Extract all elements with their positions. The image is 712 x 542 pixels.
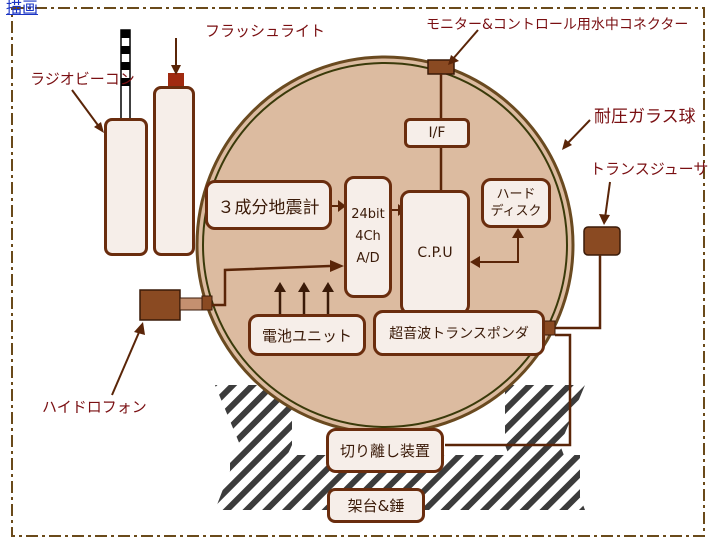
cpu-label: C.P.U bbox=[417, 244, 453, 261]
seismometer-label: ３成分地震計 bbox=[217, 197, 320, 218]
connector-label: モニター&コントロール用水中コネクター bbox=[426, 17, 689, 33]
hdd-label-line2: ディスク bbox=[490, 204, 542, 219]
if-label: I/F bbox=[428, 125, 446, 141]
radio-beacon-tube bbox=[104, 118, 148, 256]
flashlight-label: フラッシュライト bbox=[205, 22, 326, 40]
transponder-label: 超音波トランスポンダ bbox=[389, 326, 529, 342]
flashlight-cap bbox=[168, 73, 184, 87]
radio-beacon-label: ラジオビーコン bbox=[30, 70, 135, 88]
ad-label-line1: 24bit bbox=[351, 207, 385, 222]
ad-converter-box: 24bit 4Ch A/D bbox=[344, 176, 392, 298]
glass-sphere-label: 耐圧ガラス球 bbox=[594, 107, 696, 127]
glass-sphere-inner-ring bbox=[202, 62, 568, 428]
hdd-label-line1: ハード bbox=[496, 187, 536, 202]
battery-unit-box: 電池ユニット bbox=[248, 314, 366, 356]
transponder-box: 超音波トランスポンダ bbox=[373, 310, 545, 356]
ad-label-line3: A/D bbox=[356, 251, 380, 266]
flashlight-tube bbox=[153, 86, 195, 256]
top-link[interactable]: 描画 bbox=[6, 0, 39, 17]
battery-label: 電池ユニット bbox=[261, 326, 352, 345]
release-device-box: 切り離し装置 bbox=[326, 428, 444, 473]
hydrophone-body bbox=[139, 289, 181, 321]
hydrophone-label: ハイドロフォン bbox=[42, 398, 147, 416]
seismometer-box: ３成分地震計 bbox=[205, 180, 332, 230]
transducer-body bbox=[583, 226, 621, 256]
release-label: 切り離し装置 bbox=[339, 442, 430, 460]
outer-frame bbox=[11, 7, 705, 537]
stand-label: 架台&錘 bbox=[347, 497, 405, 515]
ad-label-line2: 4Ch bbox=[355, 229, 381, 244]
stand-weight-box: 架台&錘 bbox=[327, 488, 425, 523]
cpu-box: C.P.U bbox=[400, 190, 470, 315]
hard-disk-box: ハード ディスク bbox=[481, 178, 551, 228]
transducer-label: トランスジューサ bbox=[590, 160, 709, 178]
if-box: I/F bbox=[404, 118, 470, 148]
